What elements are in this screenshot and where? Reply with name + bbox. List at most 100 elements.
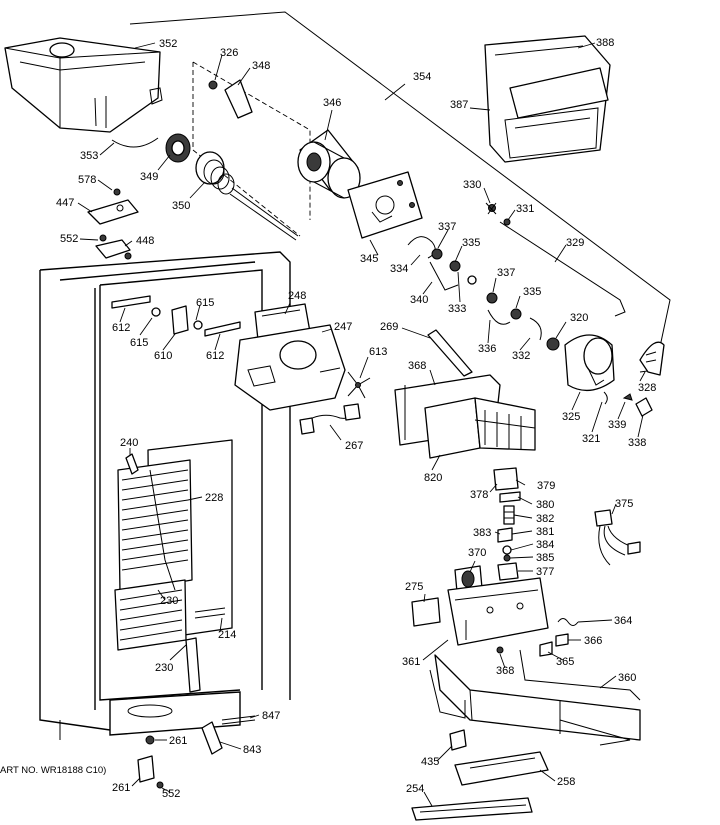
- label-379: 379: [537, 480, 555, 492]
- label-615-left: 615: [130, 337, 148, 349]
- part-331: [503, 218, 511, 226]
- label-375: 375: [615, 498, 633, 510]
- label-612-left: 612: [112, 322, 130, 334]
- label-261-low: 261: [112, 782, 130, 794]
- auger-axis-frame: [192, 61, 311, 237]
- label-377: 377: [536, 566, 554, 578]
- label-578: 578: [78, 174, 96, 186]
- label-360: 360: [618, 672, 636, 684]
- label-321: 321: [582, 433, 600, 445]
- label-370: 370: [468, 547, 486, 559]
- label-338: 338: [628, 437, 646, 449]
- label-254: 254: [406, 783, 424, 795]
- label-346: 346: [323, 97, 341, 109]
- motor-mount-plate: [347, 171, 423, 239]
- part-labels: 352 326 348 346 354 388 387 353 349 350 …: [56, 37, 656, 800]
- evaporator: [114, 439, 233, 693]
- part-353: [111, 137, 159, 148]
- dispenser-front-258: [454, 751, 549, 786]
- ice-maker: [394, 374, 536, 459]
- label-261-mid: 261: [169, 735, 187, 747]
- part-339: [622, 393, 633, 401]
- auger-motor: [297, 129, 361, 199]
- label-350: 350: [172, 200, 190, 212]
- label-230-mid: 230: [160, 595, 178, 607]
- part-321: [603, 391, 608, 405]
- label-275: 275: [405, 581, 423, 593]
- cabinet-brackets: [111, 295, 241, 337]
- part-435: [449, 729, 467, 751]
- part-269: [427, 329, 473, 377]
- label-384: 384: [536, 539, 554, 551]
- label-380: 380: [536, 499, 554, 511]
- label-381: 381: [536, 526, 554, 538]
- label-336: 336: [478, 343, 496, 355]
- label-353: 353: [80, 150, 98, 162]
- control-housing: [234, 303, 346, 411]
- chute-cover: [484, 35, 611, 163]
- label-349: 349: [140, 171, 158, 183]
- label-364: 364: [614, 615, 632, 627]
- label-613: 613: [369, 346, 387, 358]
- label-230-low: 230: [155, 662, 173, 674]
- bottom-left-parts: [137, 715, 256, 789]
- label-552-low: 552: [162, 788, 180, 800]
- label-330: 330: [463, 179, 481, 191]
- label-615-top: 615: [196, 297, 214, 309]
- ice-bucket-part: [4, 37, 163, 133]
- label-339: 339: [608, 419, 626, 431]
- label-334: 334: [390, 263, 408, 275]
- drip-tray-254: [411, 797, 533, 821]
- part-348: [224, 79, 253, 119]
- label-258: 258: [557, 776, 575, 788]
- label-228: 228: [205, 492, 223, 504]
- label-383: 383: [473, 527, 491, 539]
- label-340: 340: [410, 294, 428, 306]
- label-610: 610: [154, 350, 172, 362]
- linkage-parts: [407, 236, 542, 341]
- label-448: 448: [136, 235, 154, 247]
- label-382: 382: [536, 513, 554, 525]
- label-368-top: 368: [408, 360, 426, 372]
- label-552-top: 552: [60, 233, 78, 245]
- label-447: 447: [56, 197, 74, 209]
- label-368-low: 368: [496, 665, 514, 677]
- label-820: 820: [424, 472, 442, 484]
- label-320: 320: [570, 312, 588, 324]
- label-240: 240: [120, 437, 138, 449]
- label-612-right: 612: [206, 350, 224, 362]
- label-331: 331: [516, 203, 534, 215]
- label-332: 332: [512, 350, 530, 362]
- label-328: 328: [638, 382, 656, 394]
- label-326: 326: [220, 47, 238, 59]
- fan-613: [347, 371, 371, 399]
- label-388: 388: [596, 37, 614, 49]
- part-326: [208, 80, 218, 90]
- label-214: 214: [218, 629, 236, 641]
- label-345: 345: [360, 253, 378, 265]
- label-248: 248: [288, 290, 306, 302]
- label-847: 847: [262, 710, 280, 722]
- valve-stack: [454, 467, 521, 593]
- base-pan: [429, 649, 641, 746]
- part-338: [635, 397, 653, 417]
- label-354: 354: [413, 71, 431, 83]
- dispenser-motor: [546, 334, 665, 392]
- label-385: 385: [536, 552, 554, 564]
- label-247: 247: [334, 321, 352, 333]
- label-335-mid: 335: [523, 286, 541, 298]
- label-325: 325: [562, 411, 580, 423]
- label-329: 329: [566, 237, 584, 249]
- label-333: 333: [448, 303, 466, 315]
- label-366: 366: [584, 635, 602, 647]
- label-365: 365: [556, 656, 574, 668]
- small-brackets: [87, 188, 139, 260]
- label-269: 269: [380, 321, 398, 333]
- label-335-top: 335: [462, 237, 480, 249]
- wire-harness-267: [299, 403, 361, 435]
- label-348: 348: [252, 60, 270, 72]
- part-329: [499, 221, 626, 317]
- label-387: 387: [450, 99, 468, 111]
- dispenser-bracket: [411, 577, 549, 646]
